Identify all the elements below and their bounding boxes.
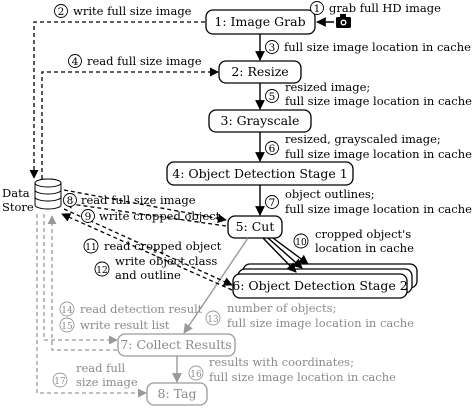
svg-text:7: Collect Results: 7: Collect Results (120, 337, 231, 352)
step-1: 1 grab full HD image (310, 1, 441, 15)
step-11: 11 read cropped object (83, 238, 222, 254)
step-8: 8 read full size image (63, 193, 196, 207)
svg-text:5: 5 (269, 91, 276, 103)
box-object-detection-stage-2: 6: Object Detection Stage 2 (232, 263, 418, 299)
svg-text:write cropped object: write cropped object (99, 209, 221, 223)
svg-text:8: 8 (67, 195, 74, 207)
dash-ods2-write-class (61, 213, 233, 291)
svg-text:resized, grayscaled image;: resized, grayscaled image; (285, 132, 441, 146)
dash-write-full-size (29, 21, 205, 179)
svg-text:10: 10 (295, 238, 307, 248)
svg-text:6: Object Detection Stage 2: 6: Object Detection Stage 2 (232, 278, 407, 293)
step-12: 12 write object class and outline (94, 254, 217, 282)
dash-tag-read (36, 214, 147, 398)
database-icon (34, 178, 62, 210)
svg-text:full size image location in ca: full size image location in cache (285, 147, 472, 161)
svg-text:6: 6 (269, 143, 276, 155)
step-10: 10 cropped object's location in cache (293, 227, 414, 255)
dash-read-full-size-resize (41, 67, 219, 179)
step-3: 3 full size image location in cache (265, 40, 471, 54)
step-13: 13 number of objects; full size image lo… (205, 301, 414, 330)
step-17: 17 read full size image (52, 361, 138, 389)
svg-text:write result list: write result list (80, 318, 170, 332)
store-label-data: Data (2, 186, 30, 200)
store-label-store: Store (2, 200, 34, 214)
step-2: 2 write full size image (54, 4, 192, 18)
svg-text:8: Tag: 8: Tag (158, 386, 197, 401)
box-grayscale: 3: Grayscale (208, 109, 312, 133)
dash-collect-read (43, 214, 118, 345)
svg-text:number of objects;: number of objects; (227, 301, 336, 315)
step-16: 16 results with coordinates; full size i… (188, 355, 396, 384)
svg-text:12: 12 (96, 266, 107, 276)
svg-text:full size image location in ca: full size image location in cache (209, 370, 396, 384)
svg-text:grab full HD image: grab full HD image (329, 1, 441, 15)
svg-text:16: 16 (190, 370, 202, 380)
box-object-detection-stage-1: 4: Object Detection Stage 1 (166, 161, 354, 186)
svg-text:7: 7 (269, 197, 276, 209)
svg-text:14: 14 (61, 306, 73, 316)
svg-text:3: Grayscale: 3: Grayscale (221, 113, 300, 128)
svg-text:read full size image: read full size image (87, 54, 202, 68)
svg-text:size image: size image (76, 375, 138, 389)
svg-text:location in cache: location in cache (315, 241, 414, 255)
svg-text:resized image;: resized image; (285, 80, 370, 94)
svg-text:1: Image Grab: 1: Image Grab (214, 14, 305, 29)
svg-text:write full size image: write full size image (73, 4, 192, 18)
svg-text:full size image location in ca: full size image location in cache (227, 316, 414, 330)
svg-text:cropped object's: cropped object's (315, 227, 411, 241)
svg-text:results with coordinates;: results with coordinates; (209, 355, 354, 369)
svg-text:read detection result: read detection result (80, 302, 203, 316)
svg-text:read full: read full (76, 361, 126, 375)
svg-text:write object class: write object class (115, 254, 217, 268)
svg-text:4: Object Detection Stage 1: 4: Object Detection Stage 1 (172, 166, 347, 181)
svg-text:17: 17 (54, 377, 66, 387)
svg-text:2: Resize: 2: Resize (231, 64, 288, 79)
svg-text:and outline: and outline (115, 268, 181, 282)
arrow-cut-collect (183, 237, 249, 334)
arrow-cut-ods2-triple (262, 237, 309, 273)
step-7: 7 object outlines; full size image locat… (265, 187, 472, 216)
svg-text:full size image location in ca: full size image location in cache (285, 202, 472, 216)
dash-collect-write (47, 215, 117, 351)
svg-text:full size image location in ca: full size image location in cache (285, 94, 472, 108)
svg-text:13: 13 (207, 315, 219, 325)
svg-text:read full size image: read full size image (81, 193, 196, 207)
step-6: 6 resized, grayscaled image; full size i… (265, 132, 472, 161)
svg-text:3: 3 (269, 42, 276, 54)
step-4: 4 read full size image (68, 54, 202, 68)
camera-icon (336, 14, 351, 28)
box-cut: 5: Cut (227, 215, 283, 239)
svg-text:9: 9 (85, 211, 92, 223)
step-5: 5 resized image; full size image locatio… (265, 80, 472, 108)
box-image-grab: 1: Image Grab (205, 9, 316, 35)
step-14: 14 read detection result (59, 301, 203, 317)
svg-text:object outlines;: object outlines; (285, 187, 375, 201)
box-tag: 8: Tag (146, 382, 208, 406)
svg-text:11: 11 (85, 243, 96, 253)
svg-text:read cropped object: read cropped object (104, 239, 222, 253)
step-9: 9 write cropped object (81, 209, 221, 223)
svg-text:2: 2 (58, 6, 65, 18)
svg-text:4: 4 (72, 56, 79, 68)
step-15: 15 write result list (59, 317, 170, 333)
svg-text:full size image location in ca: full size image location in cache (284, 40, 471, 54)
svg-text:5: Cut: 5: Cut (236, 219, 275, 234)
dash-cut-write-cropped (63, 199, 227, 227)
box-collect-results: 7: Collect Results (117, 333, 236, 357)
svg-text:15: 15 (61, 322, 73, 332)
svg-text:1: 1 (314, 3, 321, 15)
